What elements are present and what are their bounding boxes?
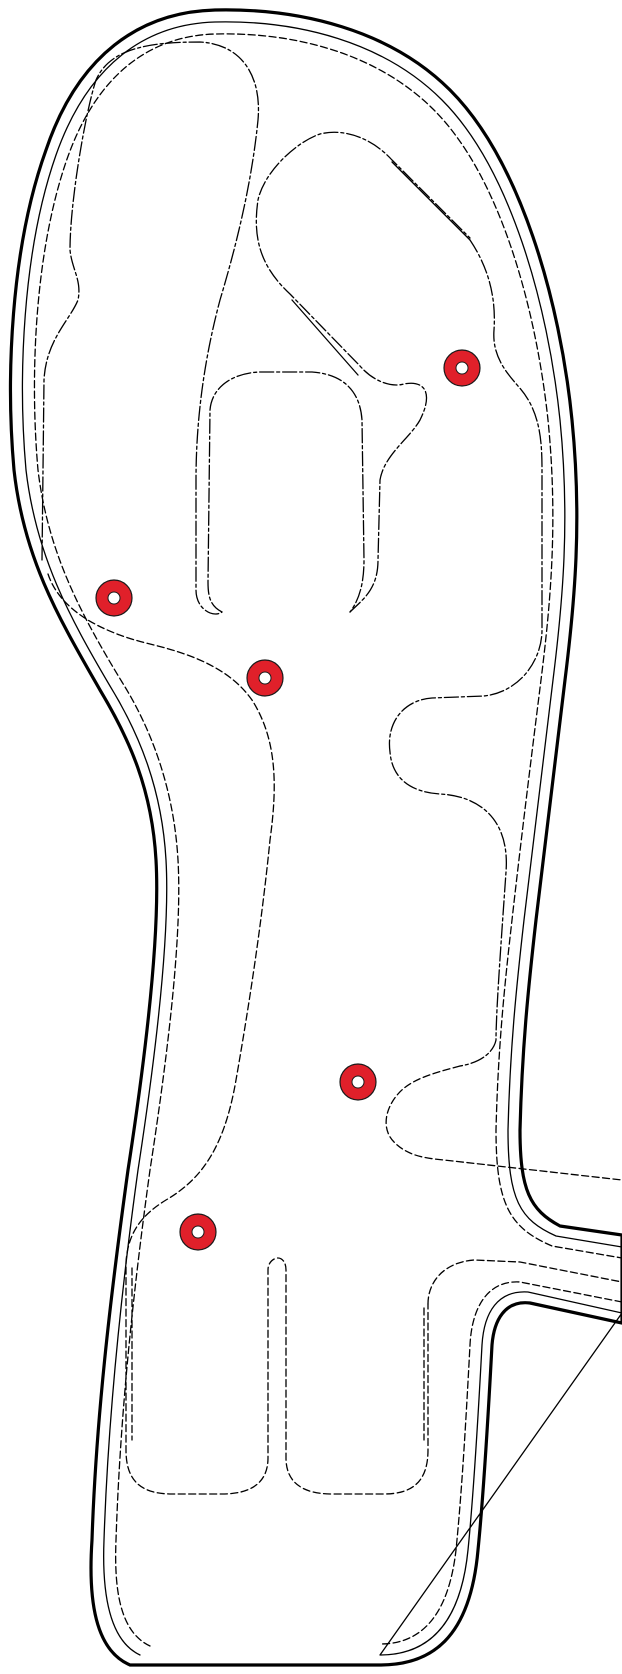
lateral-zone xyxy=(388,239,543,1067)
inner-outline xyxy=(21,21,622,1656)
marker-heel-outer xyxy=(443,349,481,387)
forefoot-ball-curve-lower xyxy=(427,1259,622,1305)
marker-midfoot xyxy=(246,659,284,697)
outer-outline xyxy=(8,8,622,1667)
inner-outline-lower xyxy=(379,1291,622,1656)
dashed-perimeter xyxy=(33,33,622,1647)
heel-center-oval xyxy=(207,371,365,613)
heel-zone-right xyxy=(255,131,471,613)
forefoot-ball-curve xyxy=(385,1065,622,1181)
heel-zone-left xyxy=(41,41,260,615)
markers-group xyxy=(95,349,481,1251)
marker-arch-outer xyxy=(339,1063,377,1101)
marker-heel-inner xyxy=(95,579,133,617)
marker-forefoot-left xyxy=(179,1213,217,1251)
midfoot-curve xyxy=(47,573,429,1495)
heel-zone-right-thin xyxy=(291,161,471,376)
dashed-perimeter-lower xyxy=(379,1281,622,1645)
